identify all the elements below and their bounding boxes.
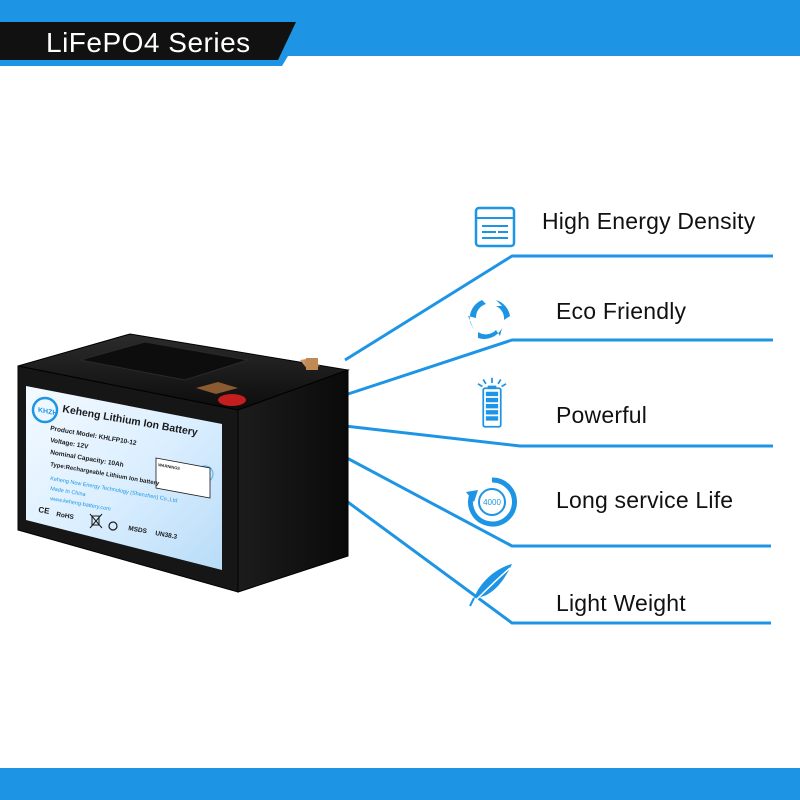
battery-cert-msds: MSDS: [128, 525, 148, 535]
header-bar: [0, 0, 800, 66]
battery-cert-ce: CE: [38, 505, 51, 516]
battery-cert-rohs: RoHS: [56, 511, 75, 521]
callout-line-power: [344, 424, 773, 448]
recycle-icon: [468, 294, 510, 339]
feature-label-energy: High Energy Density: [542, 208, 756, 234]
callout-line-energy: [344, 254, 773, 362]
cycle-4000-icon: 4000: [466, 477, 517, 527]
document-lines-icon: [474, 206, 516, 248]
feature-label-life: Long service Life: [556, 487, 734, 513]
callout-line-eco: [344, 338, 773, 397]
feature-label-weight: Light Weight: [556, 590, 686, 616]
battery-logo-text: KHZH: [38, 407, 57, 417]
battery-cert-un: UN38.3: [155, 530, 178, 541]
recycle-mark-icon: [108, 521, 118, 531]
page-title: LiFePO4 Series: [46, 27, 251, 58]
cycle-count-text: 4000: [483, 498, 501, 507]
bin-icon: [89, 513, 103, 529]
feather-icon: [469, 564, 512, 607]
callout-line-weight: [344, 498, 771, 625]
callout-line-life: [344, 455, 771, 548]
footer-bar: [0, 768, 800, 800]
battery-full-icon: [477, 377, 507, 428]
feature-label-eco: Eco Friendly: [556, 298, 687, 324]
battery-label-warning-title: WARNINGS: [158, 462, 181, 471]
battery-image: KHZH Keheng Lithium Ion Battery Product …: [17, 333, 350, 593]
feature-label-power: Powerful: [556, 402, 648, 428]
